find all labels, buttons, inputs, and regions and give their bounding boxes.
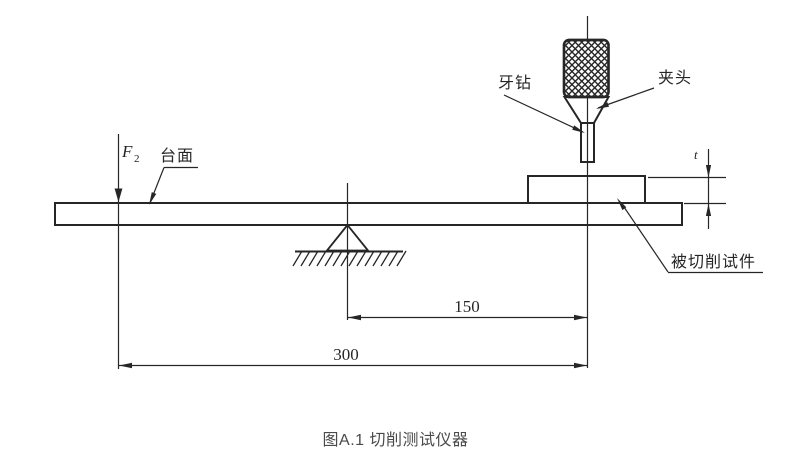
table-surface-label: 台面 <box>160 147 194 165</box>
figure-caption: 图A.1 切削测试仪器 <box>322 432 469 449</box>
specimen-leader <box>617 198 763 274</box>
depth-label: t <box>694 147 698 162</box>
dim-300-value: 300 <box>333 345 359 364</box>
drill-handle <box>562 38 610 99</box>
ground-hatching <box>292 250 407 267</box>
force-label: F <box>121 142 133 161</box>
table-beam <box>54 202 683 226</box>
table-surface-leader <box>149 166 198 205</box>
dim-150-value: 150 <box>454 297 480 316</box>
depth-dimension <box>648 149 726 229</box>
specimen-label: 被切削试件 <box>671 253 756 271</box>
force-arrowhead <box>114 188 123 202</box>
dimension-300 <box>119 362 587 369</box>
chuck-leader <box>596 87 655 109</box>
chuck-label: 夹头 <box>658 69 692 87</box>
drill-leader <box>503 94 585 133</box>
force-subscript: 2 <box>134 153 140 165</box>
drill-label: 牙钻 <box>498 74 532 92</box>
cutting-test-diagram: F 2 台面 牙钻 夹头 被切削试件 150 300 t <box>54 16 763 369</box>
dimension-150 <box>348 314 587 321</box>
chuck-taper <box>562 96 611 124</box>
specimen-block <box>527 175 646 204</box>
